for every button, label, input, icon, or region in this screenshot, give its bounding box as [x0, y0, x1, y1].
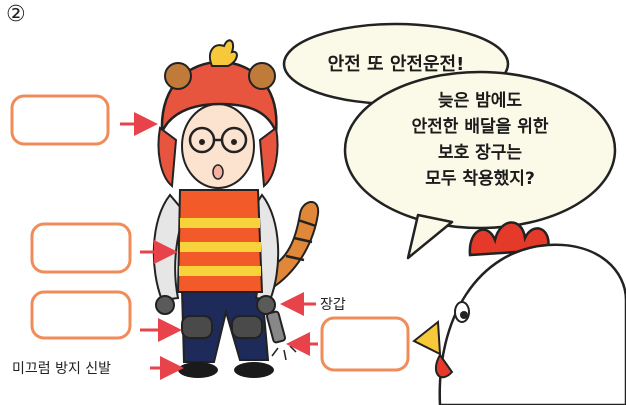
answer-box-flashlight[interactable] [320, 316, 410, 372]
rider-character [152, 39, 297, 378]
safety-vest [176, 189, 264, 293]
page-number-mark: ② [6, 2, 26, 27]
speech-bubble-large-line-1: 늦은 밤에도 [437, 91, 523, 111]
knee-pad-right [231, 315, 263, 339]
knee-pad-left [181, 315, 213, 339]
glove [256, 295, 276, 315]
anti-slip-shoe-right [234, 362, 274, 378]
speech-bubble-large [343, 70, 617, 260]
answer-box-helmet[interactable] [10, 94, 110, 146]
answer-box-knee-pads[interactable] [30, 290, 132, 340]
speech-bubble-small-text: 안전 또 안전운전! [327, 54, 465, 75]
chicken-character [412, 221, 626, 405]
speech-bubble-large-line-4: 모두 착용했지? [425, 169, 535, 189]
speech-bubble-large-line-3: 보호 장구는 [437, 143, 523, 163]
label-gloves: 장갑 [320, 297, 346, 313]
anti-slip-shoe-left [178, 362, 218, 378]
flashlight [265, 310, 287, 344]
label-anti-slip-shoes: 미끄럼 방지 신발 [12, 361, 112, 377]
tiger-tail [266, 201, 320, 288]
speech-bubble-large-line-2: 안전한 배달을 위한 [411, 117, 549, 137]
answer-box-vest[interactable] [30, 222, 132, 274]
